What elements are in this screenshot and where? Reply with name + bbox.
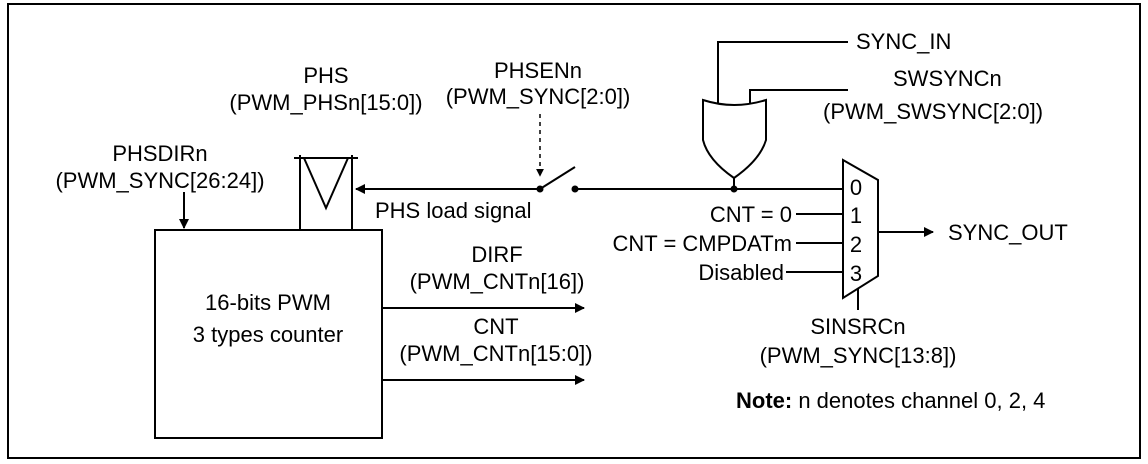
swsync-name-label: SWSYNCn <box>893 66 1002 91</box>
dirf-register-label: (PWM_CNTn[16]) <box>410 269 585 294</box>
src-cnt-zero-label: CNT = 0 <box>710 202 792 227</box>
sync-in-label: SYNC_IN <box>856 29 951 54</box>
phsen-register-label: (PWM_SYNC[2:0]) <box>446 84 631 109</box>
counter-label-line2: 3 types counter <box>193 322 343 347</box>
sinsrc-register-label: (PWM_SYNC[13:8]) <box>760 343 957 368</box>
note-bold: Note: <box>736 388 792 413</box>
switch-dot-right <box>571 185 579 193</box>
phs-load-label: PHS load signal <box>375 198 532 223</box>
phsdir-register-label: (PWM_SYNC[26:24]) <box>55 168 264 193</box>
note-body: n denotes channel 0, 2, 4 <box>792 388 1045 413</box>
sync-out-label: SYNC_OUT <box>948 220 1068 245</box>
mux-input-1-label: 1 <box>850 203 862 228</box>
phs-name-label: PHS <box>303 63 348 88</box>
sinsrc-name-label: SINSRCn <box>810 314 905 339</box>
counter-label-line1: 16-bits PWM <box>205 290 331 315</box>
sync-mux <box>842 158 879 300</box>
mux-input-3-label: 3 <box>850 261 862 286</box>
swsync-register-label: (PWM_SWSYNC[2:0]) <box>823 99 1043 124</box>
swsync-wire <box>749 89 848 104</box>
phs-register-label: (PWM_PHSn[15:0]) <box>229 90 422 115</box>
src-cmpdat-label: CNT = CMPDATm <box>613 231 792 256</box>
phsdir-name-label: PHSDIRn <box>112 141 207 166</box>
cnt-register-label: (PWM_CNTn[15:0]) <box>399 341 592 366</box>
switch-blade <box>539 166 576 190</box>
sync-in-wire <box>717 41 848 104</box>
cnt-name-label: CNT <box>473 314 518 339</box>
diagram-frame <box>7 3 1141 459</box>
phs-buffer-triangle <box>303 157 349 211</box>
src-disabled-label: Disabled <box>698 260 784 285</box>
mux-input-0-label: 0 <box>850 175 862 200</box>
mux-input-2-label: 2 <box>850 232 862 257</box>
phsen-name-label: PHSENn <box>494 58 582 83</box>
note-text: Note: n denotes channel 0, 2, 4 <box>736 388 1045 413</box>
pwm-counter-block <box>154 229 383 439</box>
dirf-name-label: DIRF <box>471 242 522 267</box>
or-gate <box>702 98 767 180</box>
